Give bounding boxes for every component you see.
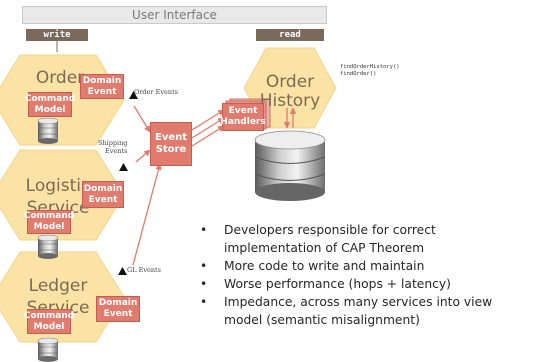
logistic-service-name: Logistic bbox=[25, 176, 91, 196]
store-to-handlers-arrow-2 bbox=[191, 117, 225, 139]
ledger-db-icon bbox=[37, 337, 59, 362]
ledger-domain-event-box: Domain Event bbox=[96, 296, 140, 322]
store-to-handlers-arrow-1 bbox=[191, 109, 225, 131]
gl-events-triangle bbox=[118, 267, 127, 275]
order-history-name: Order bbox=[265, 72, 315, 92]
order-command-model-label: Command Model bbox=[24, 93, 76, 115]
shipping-events-label-1: Shipping bbox=[98, 139, 128, 147]
bullet-item: • Worse performance (hops + latency) bbox=[198, 275, 548, 293]
logistic-db-icon bbox=[37, 234, 59, 259]
shipping-events-label-2: Events bbox=[105, 147, 128, 155]
ledger-service-name: Ledger bbox=[28, 276, 88, 296]
bullet-dot-icon: • bbox=[200, 223, 208, 237]
user-interface-bar: User Interface bbox=[22, 6, 327, 24]
order-db-icon bbox=[37, 117, 59, 144]
bullet-item: • Developers responsible for correct imp… bbox=[198, 221, 548, 257]
bullet-4-line-2: model (semantic misalignment) bbox=[224, 313, 420, 327]
bullet-list: • Developers responsible for correct imp… bbox=[198, 221, 548, 329]
ledger-command-model-label: Command Model bbox=[23, 310, 75, 332]
bullet-1-line-1: Developers responsible for correct bbox=[224, 223, 436, 237]
gl-events-label: GL Events bbox=[127, 266, 161, 274]
ledger-command-model-box: Command Model bbox=[23, 309, 75, 334]
bullet-2-line-1: More code to write and maintain bbox=[224, 259, 425, 273]
query-find-order: findOrder() bbox=[340, 71, 377, 77]
event-handlers-line1: Event bbox=[228, 106, 258, 116]
bullet-dot-icon: • bbox=[200, 259, 208, 273]
order-command-model-box: Command Model bbox=[24, 92, 76, 117]
read-tag: read bbox=[256, 29, 324, 41]
order-domain-event-box: Domain Event bbox=[80, 74, 124, 99]
bullet-4-line-1: Impedance, across many services into vie… bbox=[224, 295, 493, 309]
bullet-dot-icon: • bbox=[200, 295, 208, 309]
event-store-line2: Store bbox=[155, 144, 187, 155]
bullet-3-line-1: Worse performance (hops + latency) bbox=[224, 277, 451, 291]
store-to-handlers-arrow-3 bbox=[191, 125, 225, 147]
logistic-command-model-box: Command Model bbox=[23, 210, 75, 234]
order-events-label: Order Events bbox=[134, 88, 179, 96]
bullet-1-line-2: implementation of CAP Theorem bbox=[224, 241, 425, 255]
logistic-command-model-label: Command Model bbox=[23, 211, 75, 232]
shipping-events-triangle bbox=[119, 163, 128, 171]
order-history-name-2: History bbox=[259, 91, 321, 111]
event-handlers-box: Event Handlers bbox=[220, 103, 266, 131]
bullet-dot-icon: • bbox=[200, 277, 208, 291]
order-events-triangle bbox=[129, 91, 138, 99]
event-handlers-line2: Handlers bbox=[220, 117, 266, 127]
logistic-domain-event-box: Domain Event bbox=[82, 181, 124, 208]
query-find-order-history: findOrderHistory() bbox=[340, 64, 400, 70]
logistic-domain-event-label: Domain Event bbox=[83, 183, 123, 205]
event-store-box: Event Store bbox=[150, 122, 192, 166]
write-tag: write bbox=[26, 29, 88, 41]
shipping-events-arrow bbox=[135, 149, 151, 163]
order-events-arrow bbox=[133, 105, 151, 133]
order-domain-event-label: Domain Event bbox=[82, 75, 122, 97]
ledger-domain-event-label: Domain Event bbox=[98, 298, 138, 319]
event-store-line1: Event bbox=[154, 132, 188, 143]
gl-events-arrow bbox=[132, 163, 162, 266]
read-database-icon bbox=[254, 130, 326, 201]
order-service-name: Order bbox=[35, 68, 85, 88]
bullet-item: • More code to write and maintain bbox=[198, 257, 548, 275]
bullet-item: • Impedance, across many services into v… bbox=[198, 293, 548, 329]
